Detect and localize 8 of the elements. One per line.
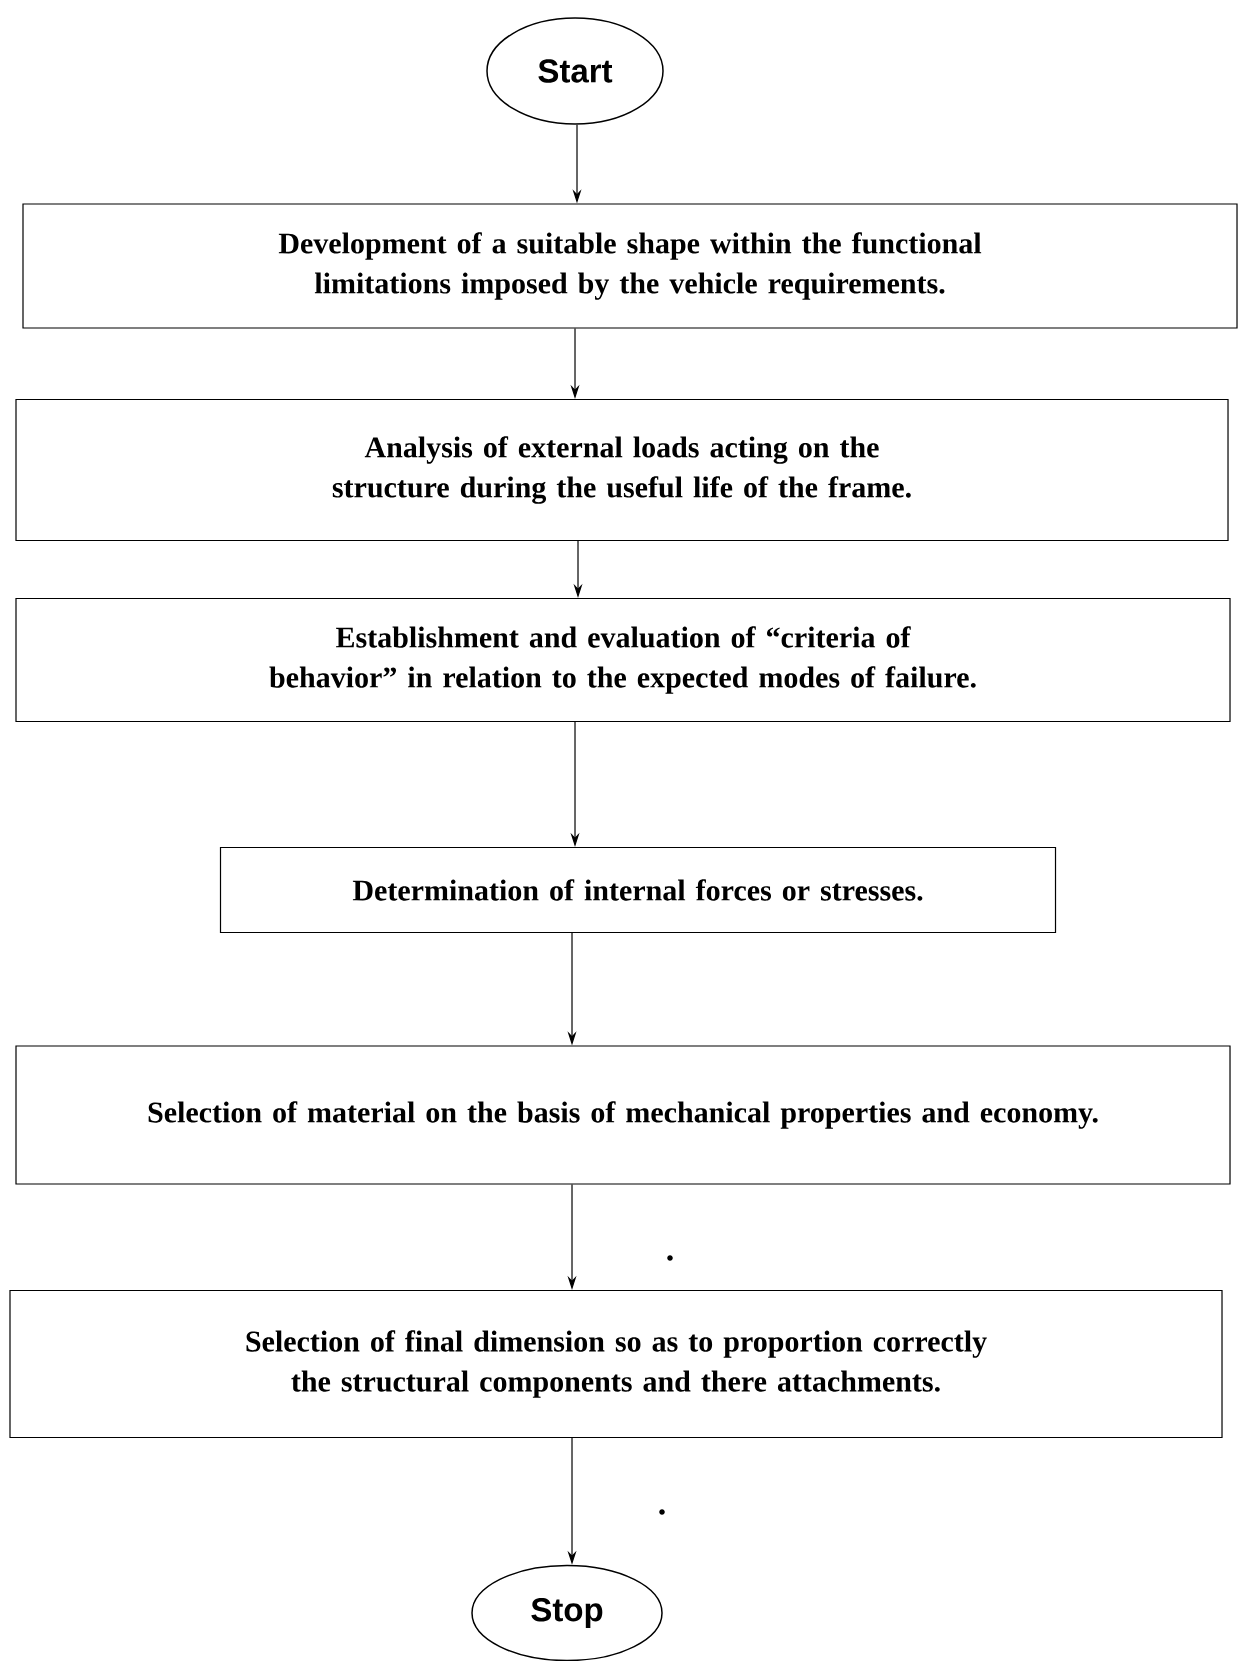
process-box: Establishment and evaluation of “criteria of behavior” in relation to the expected modes of failure. (15, 597, 1231, 723)
process-box: Analysis of external loads acting on the structure during the useful life of the frame. (15, 398, 1229, 542)
process-box: Selection of final dimension so as to proportion correctly the structural components and there attachments. (9, 1289, 1223, 1439)
dot-mark: . (659, 1509, 665, 1515)
dot-mark: . (667, 1255, 673, 1261)
process-box: Selection of material on the basis of mechanical properties and economy. (15, 1045, 1231, 1185)
process-box: Determination of internal forces or stresses. (219, 846, 1057, 934)
process-box: Development of a suitable shape within the functional limitations imposed by the vehicle requirements. (22, 203, 1238, 329)
